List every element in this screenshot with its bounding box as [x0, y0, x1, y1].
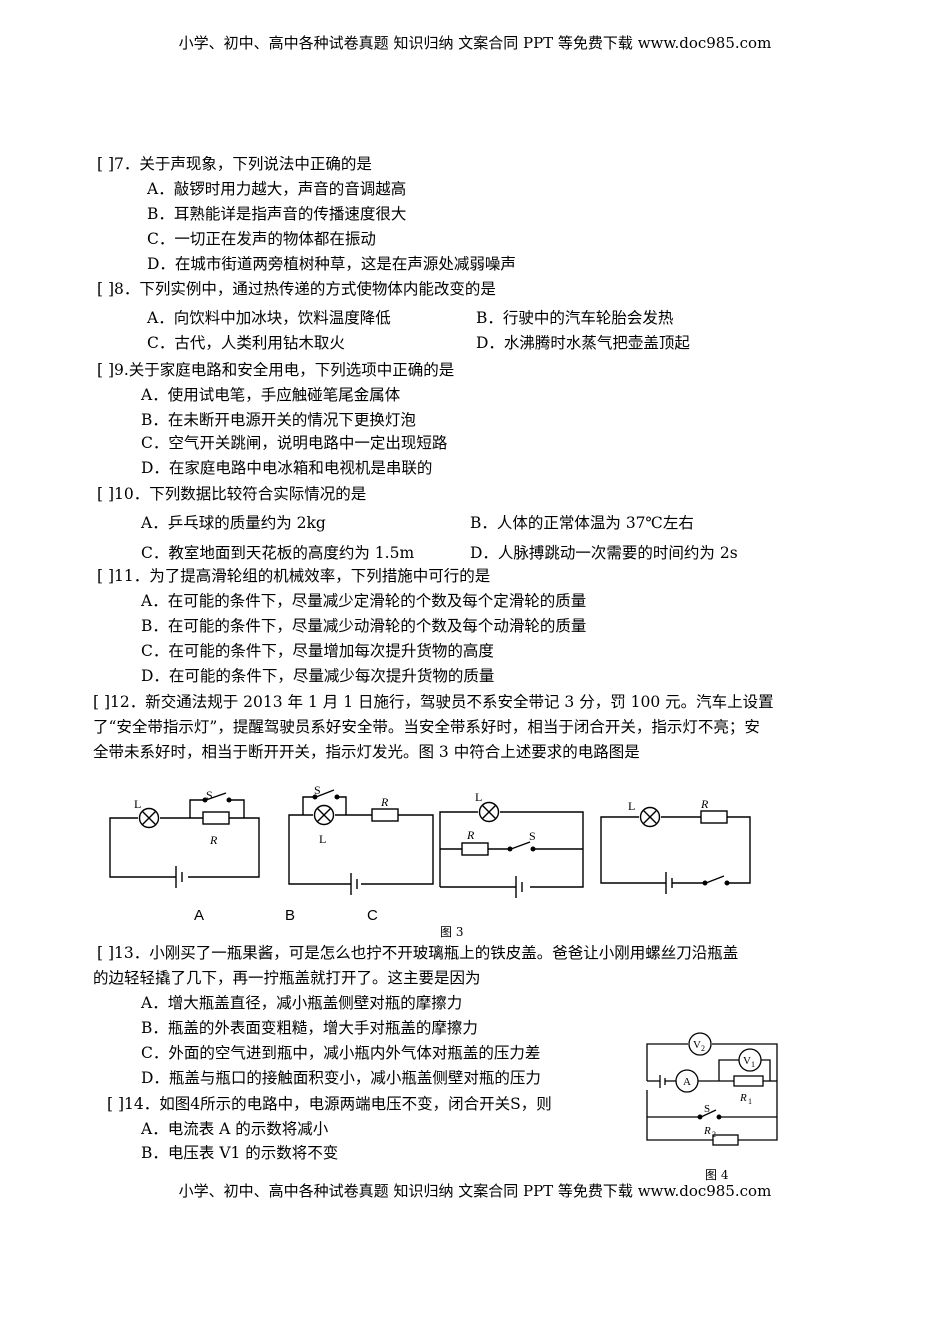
- svg-text:1: 1: [751, 1060, 755, 1069]
- q9-option-d: D．在家庭电路中电冰箱和电视机是串联的: [141, 459, 433, 477]
- q11-option-b: B．在可能的条件下，尽量减少动滑轮的个数及每个动滑轮的质量: [141, 617, 587, 635]
- figure-4-caption: 图 4: [705, 1168, 729, 1182]
- figure-3-label-c: C: [367, 907, 378, 924]
- svg-text:R: R: [700, 797, 709, 811]
- svg-text:R: R: [380, 795, 389, 809]
- q12-line-2: 了“安全带指示灯”，提醒驾驶员系好安全带。当安全带系好时，相当于闭合开关，指示灯…: [93, 718, 760, 736]
- q11-stem: [ ]11．为了提高滑轮组的机械效率，下列措施中可行的是: [97, 567, 491, 585]
- svg-text:R: R: [466, 828, 475, 842]
- svg-text:R: R: [703, 1125, 711, 1137]
- svg-text:L: L: [134, 797, 141, 811]
- q7-option-c: C．一切正在发声的物体都在振动: [147, 230, 376, 248]
- q8-option-b: B．行驶中的汽车轮胎会发热: [476, 309, 674, 327]
- svg-text:R: R: [209, 833, 218, 847]
- q9-stem: [ ]9.关于家庭电路和安全用电，下列选项中正确的是: [97, 361, 455, 379]
- q9-option-c: C．空气开关跳闸，说明电路中一定出现短路: [141, 434, 448, 452]
- svg-text:V: V: [743, 1055, 751, 1067]
- q9-option-a: A．使用试电笔，手应触碰笔尾金属体: [141, 386, 401, 404]
- q10-stem: [ ]10．下列数据比较符合实际情况的是: [97, 485, 367, 503]
- q7-option-b: B．耳熟能详是指声音的传播速度很大: [147, 205, 407, 223]
- figure-3-label-b: B: [285, 907, 296, 924]
- svg-text:S: S: [314, 783, 321, 797]
- q13-line-2: 的边轻轻撬了几下，再一拧瓶盖就打开了。这主要是因为: [93, 969, 481, 987]
- q9-option-b: B．在未断开电源开关的情况下更换灯泡: [141, 411, 416, 429]
- q7-option-d: D．在城市街道两旁植树种草，这是在声源处减弱噪声: [147, 255, 516, 273]
- svg-text:L: L: [319, 832, 326, 846]
- page-header: 小学、初中、高中各种试卷真题 知识归纳 文案合同 PPT 等免费下载 www.d…: [178, 34, 772, 52]
- q11-option-a: A．在可能的条件下，尽量减少定滑轮的个数及每个定滑轮的质量: [141, 592, 587, 610]
- q12-line-1: [ ]12．新交通法规于 2013 年 1 月 1 日施行，驾驶员不系安全带记 …: [93, 693, 774, 711]
- q13-option-b: B．瓶盖的外表面变粗糙，增大手对瓶盖的摩擦力: [141, 1019, 478, 1037]
- figure-3-label-a: A: [194, 907, 205, 924]
- q8-option-c: C．古代，人类利用钻木取火: [147, 334, 345, 352]
- q8-option-d: D．水沸腾时水蒸气把壶盖顶起: [476, 334, 690, 352]
- svg-text:S: S: [704, 1103, 710, 1115]
- circuit-b-diagram: [288, 789, 434, 895]
- svg-text:A: A: [683, 1076, 691, 1088]
- q12-line-3: 全带未系好时，相当于断开开关，指示灯发光。图 3 中符合上述要求的电路图是: [93, 743, 640, 761]
- q13-option-c: C．外面的空气进到瓶中，减小瓶内外气体对瓶盖的压力差: [141, 1044, 541, 1062]
- circuit-c-diagram: [439, 801, 584, 898]
- svg-text:L: L: [628, 799, 635, 813]
- q13-option-d: D．瓶盖与瓶口的接触面积变小，减小瓶盖侧壁对瓶的压力: [141, 1069, 541, 1087]
- q8-option-a: A．向饮料中加冰块，饮料温度降低: [147, 309, 391, 327]
- q11-option-d: D．在可能的条件下，尽量减少每次提升货物的质量: [141, 667, 495, 685]
- q8-stem: [ ]8．下列实例中，通过热传递的方式使物体内能改变的是: [97, 280, 496, 298]
- q14-stem: [ ]14．如图4所示的电路中，电源两端电压不变，闭合开关S，则: [107, 1095, 552, 1113]
- circuit-a-diagram: [109, 792, 260, 888]
- q14-option-a: A．电流表 A 的示数将减小: [141, 1120, 329, 1138]
- page-footer: 小学、初中、高中各种试卷真题 知识归纳 文案合同 PPT 等免费下载 www.d…: [178, 1182, 772, 1200]
- circuit-d-diagram: [600, 806, 751, 894]
- svg-text:R: R: [739, 1092, 747, 1104]
- q10-option-b: B．人体的正常体温为 37℃左右: [470, 514, 694, 532]
- svg-text:L: L: [475, 790, 482, 804]
- q13-line-1: [ ]13．小刚买了一瓶果酱，可是怎么也拧不开玻璃瓶上的铁皮盖。爸爸让小刚用螺丝…: [97, 944, 739, 962]
- svg-text:S: S: [529, 829, 536, 843]
- figure-3-caption: 图 3: [440, 925, 464, 939]
- q11-option-c: C．在可能的条件下，尽量增加每次提升货物的高度: [141, 642, 494, 660]
- q13-option-a: A．增大瓶盖直径，减小瓶盖侧壁对瓶的摩擦力: [141, 994, 463, 1012]
- q7-stem: [ ]7．关于声现象，下列说法中正确的是: [97, 155, 372, 173]
- svg-text:V: V: [693, 1039, 701, 1051]
- q10-option-a: A．乒乓球的质量约为 2kg: [141, 514, 326, 532]
- svg-text:2: 2: [712, 1130, 716, 1139]
- q10-option-d: D．人脉搏跳动一次需要的时间约为 2s: [470, 544, 738, 562]
- svg-text:S: S: [206, 788, 213, 802]
- q10-option-c: C．教室地面到天花板的高度约为 1.5m: [141, 544, 415, 562]
- svg-text:1: 1: [748, 1097, 752, 1106]
- q14-option-b: B．电压表 V1 的示数将不变: [141, 1144, 339, 1162]
- q7-option-a: A．敲锣时用力越大，声音的音调越高: [147, 180, 407, 198]
- svg-text:2: 2: [701, 1044, 705, 1053]
